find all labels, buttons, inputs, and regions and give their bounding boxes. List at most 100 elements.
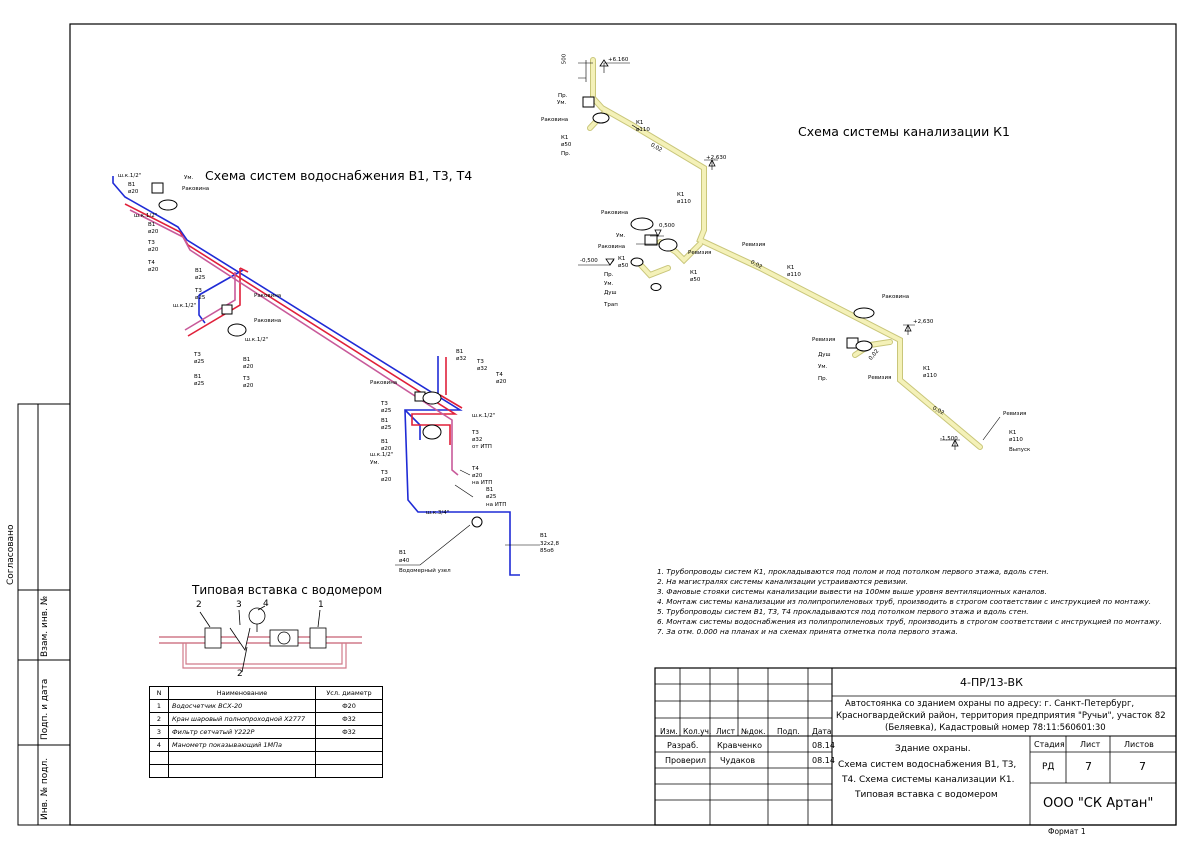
table-cell: 1 [149,699,169,713]
pipe-label: ø20 [148,247,159,253]
pipe-label: ø50 [618,263,629,269]
pipe-label: Т3 [195,288,202,294]
water-supply-scheme [112,176,520,576]
pipe-label: ш.к.1/2" [118,173,142,179]
pipe-label: ø110 [923,373,937,379]
level-label: +2,630 [913,319,934,325]
pipe-label: К1 [677,192,685,198]
pipe-label: ø20 [128,189,139,195]
pipe-label: ø110 [636,127,650,133]
t3-branch [187,268,241,337]
note-line: 6. Монтаж системы водоснабжения из полип… [657,617,1162,626]
trap-icon [650,283,662,291]
side-label-agreed: Согласовано [6,524,16,585]
sheet-title-line: Т4. Схема системы канализации К1. [842,775,1015,785]
level-label: 0,500 [659,223,675,229]
pipe-label: Т4 [496,372,503,378]
side-label-inv-orig: Инв. № подл. [40,757,50,820]
pipe-label: В1 [486,487,494,493]
pipe-label: ш.к.1/2" [370,452,394,458]
pipe-label: В1 [381,418,389,424]
pipe-label: ш.к.1/2" [173,303,197,309]
pipe-label: ø20 [381,446,392,452]
pipe-label: Выпуск [1009,447,1031,453]
note-line: 5. Трубопроводы систем В1, Т3, Т4 прокла… [657,607,1029,616]
fixture-label: Ум. [184,175,194,181]
sheet-title-line: Здание охраны. [895,744,971,754]
stamp-col-header: Кол.уч. [683,727,712,736]
pipe-label: В1 [195,268,203,274]
pipe-label: Т4 [472,466,479,472]
sink-icon [630,217,654,231]
fixture-label: Трап [604,302,618,308]
pipe-label: ø20 [496,379,507,385]
sink-icon [221,304,233,315]
pipe-label: Ревизия [742,242,766,248]
pipe-label: ø20 [148,229,159,235]
sink-icon [151,182,164,194]
fixture-label: Пр. [558,93,568,99]
pipe-label: Ревизия [1003,411,1027,417]
sewer-fixtures [582,96,875,352]
fixture-label: Ум. [557,100,567,106]
fixture-label: Раковина [370,380,398,386]
pipe-label: ø25 [486,494,497,500]
t3-pipe [124,203,458,445]
pipe-label: К1 [636,120,644,126]
table-row [149,751,383,765]
fixture-label: Раковина [882,294,910,300]
water-meter-icon [471,516,483,528]
format-label: Формат 1 [1048,827,1086,836]
pipe-label: Водомерный узел [399,568,451,574]
pipe-label: ш.к.1/2" [472,413,496,419]
table-cell: Кран шаровый полнопроходной Х2777 [168,712,316,726]
pipe-label: Ревизия [688,250,712,256]
pipe-label: ø20 [243,364,254,370]
table-cell [315,738,383,752]
meter-insert-drawing [159,605,362,673]
stamp-col-header: Изм. [660,727,678,736]
pipe-label: Т3 [194,352,201,358]
table-cell: Ф32 [315,725,383,739]
pipe-label: К1 [923,366,931,372]
table-header: Усл. диаметр [315,686,383,700]
level-label: -1,500 [940,436,958,442]
table-cell: 3 [149,725,169,739]
pipe-label: ø50 [690,277,701,283]
table-cell: Ф32 [315,712,383,726]
fixture-label: Ум. [604,281,614,287]
fixture-label: Раковина [254,293,282,299]
pipe-label: ø50 [561,142,572,148]
pipe-label: от ИТП [472,444,492,450]
pipe-label: на ИТП [472,480,493,486]
water-scheme-title: Схема систем водоснабжения В1, Т3, Т4 [205,168,473,183]
pipe-label: ø25 [381,408,392,414]
project-address-line: Красногвардейский район, территория пред… [836,711,1166,721]
fixture-label: Раковина [598,244,626,250]
pipe-label: ø40 [399,558,410,564]
table-header: N [149,686,169,700]
pipe-label: ø20 [243,383,254,389]
pipe-label: ш.к.1/2" [245,337,269,343]
pipe-label: ш.к.1/2" [134,213,158,219]
pipe-label: К1 [787,265,795,271]
fixture-label: Ум. [370,460,380,466]
level-label: +2,630 [706,155,727,161]
pipe-label: В1 [243,357,251,363]
sheets-value: 7 [1139,760,1146,773]
pipe-label: ø20 [148,267,159,273]
pipe-label: В1 [381,439,389,445]
pipe-label: В1 [194,374,202,380]
b1-branch [198,269,244,296]
side-label-sign-date: Подп. и дата [40,678,50,740]
side-label-replace: Взам. инв. № [40,595,50,657]
stamp-col-header: Подп. [777,727,800,736]
pipe-label: В1 [148,222,156,228]
pipe-label: Ревизия [812,337,836,343]
table-cell: Водосчетчик ВСХ-20 [168,699,316,713]
dim-label: 500 [561,53,568,65]
pipe-label: ø110 [787,272,801,278]
pipe-label: Ревизия [868,375,892,381]
